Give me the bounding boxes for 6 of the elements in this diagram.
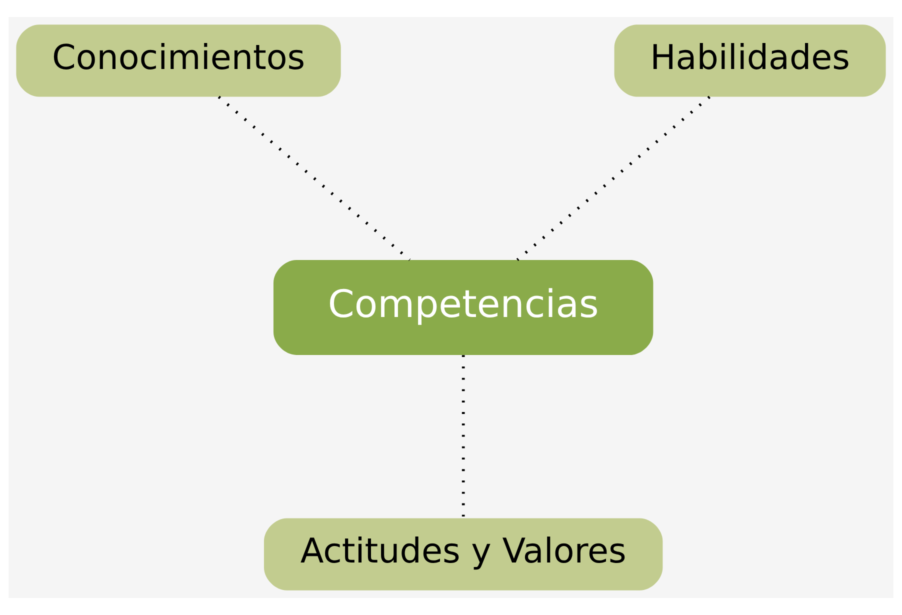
node-box: Competencias	[273, 260, 654, 355]
node-box: Actitudes y Valores	[264, 518, 663, 590]
connector	[516, 96, 710, 261]
node-box: Habilidades	[614, 24, 886, 97]
connector	[218, 96, 411, 261]
node-box: Conocimientos	[16, 24, 341, 97]
